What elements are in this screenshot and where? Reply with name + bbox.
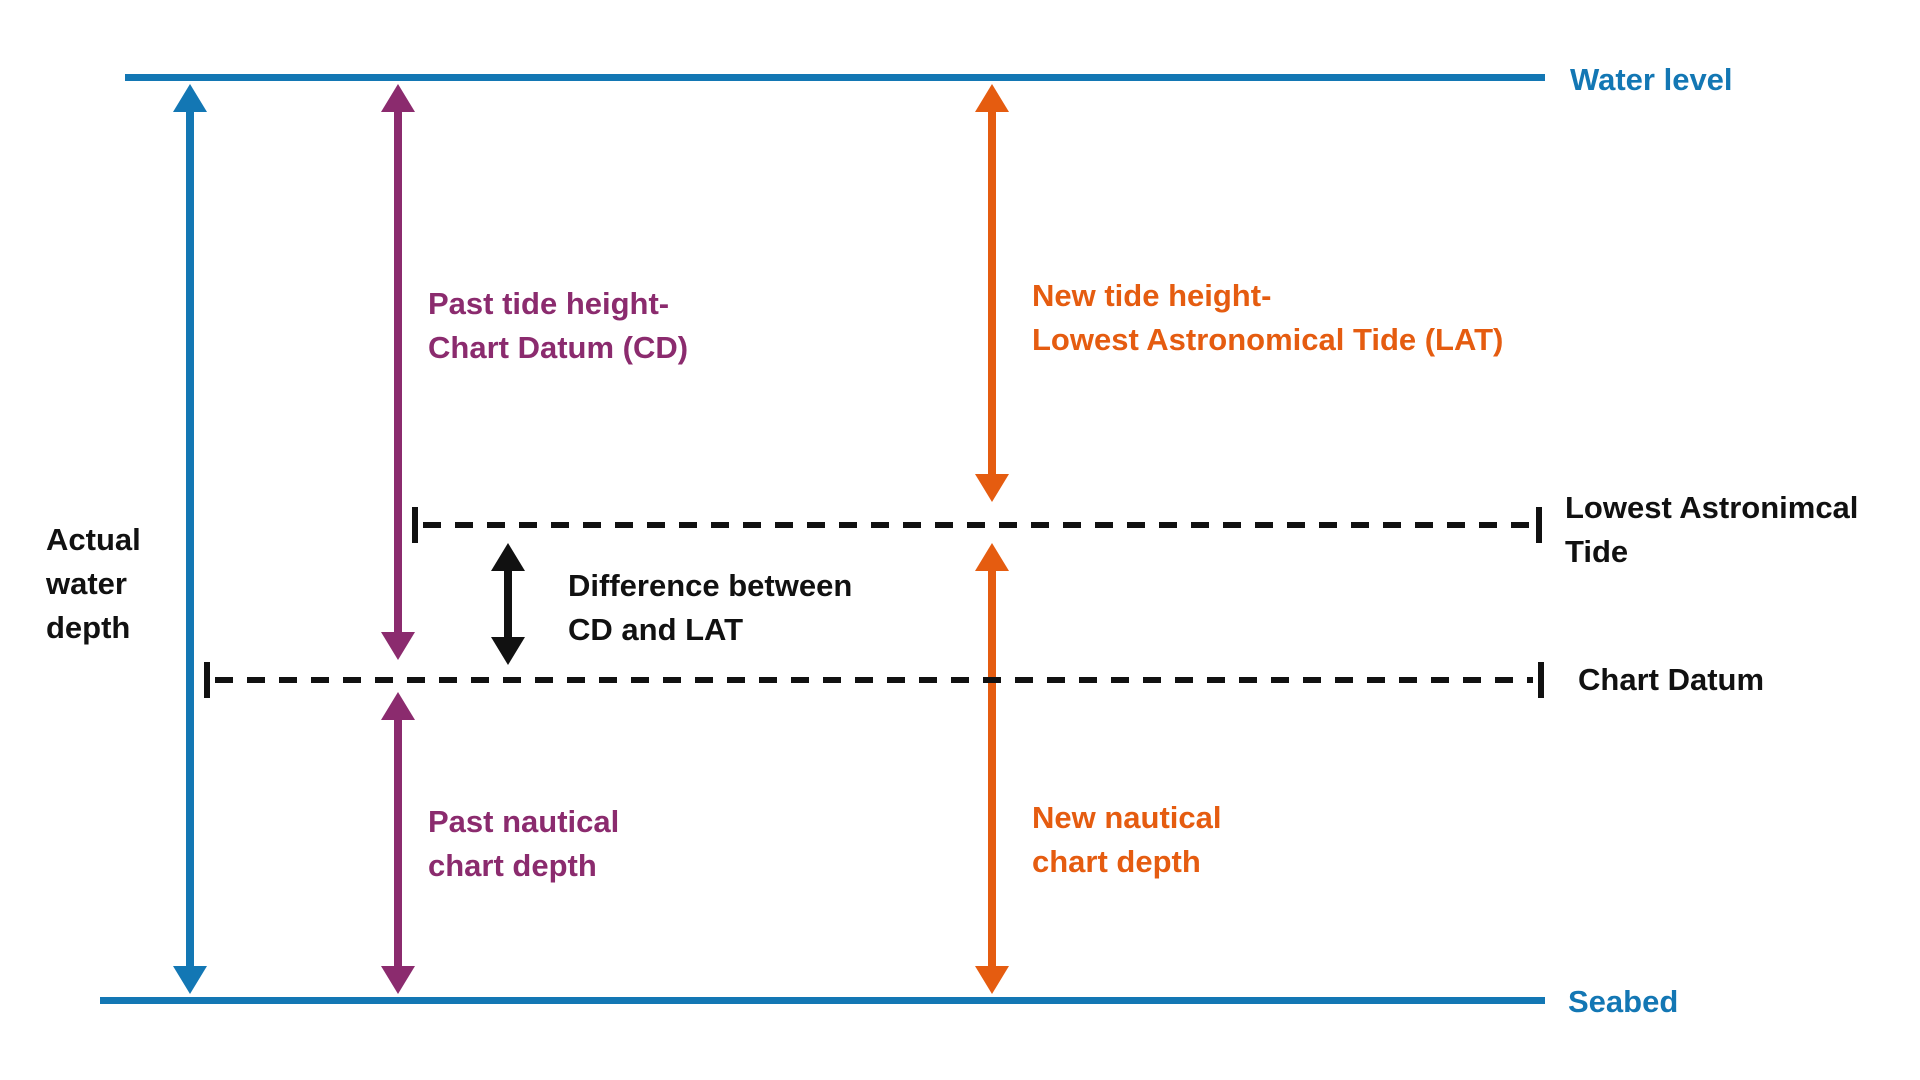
arrow-up-icon: [491, 543, 525, 571]
past-tide-height-label: Past tide height- Chart Datum (CD): [428, 286, 689, 365]
arrow-down-icon: [381, 966, 415, 994]
new-tide-height-arrow: [974, 84, 1010, 502]
new-nautical-chart-depth-label: New nautical chart depth: [1032, 800, 1222, 879]
arrow-up-icon: [381, 84, 415, 112]
line-end-tick: [412, 507, 418, 543]
line-end-tick: [1538, 662, 1544, 698]
past-tide-height-arrow: [380, 84, 416, 660]
past-nautical-chart-depth-arrow: [380, 692, 416, 994]
arrow-down-icon: [381, 632, 415, 660]
new-tide-height-label: New tide height- Lowest Astronomical Tid…: [1032, 278, 1504, 357]
line-end-tick: [204, 662, 210, 698]
lowest-astronomical-tide-label: Lowest Astronimcal Tide: [1565, 490, 1859, 569]
actual-water-depth-label: Actual water depth: [46, 522, 141, 645]
arrow-up-icon: [173, 84, 207, 112]
lowest-astronomical-tide-dashed-line: [412, 507, 1542, 543]
seabed-label: Seabed: [1568, 984, 1679, 1019]
difference-cd-lat-label: Difference between CD and LAT: [568, 568, 853, 647]
chart-datum-dashed-line: [204, 662, 1544, 698]
line-end-tick: [1536, 507, 1542, 543]
arrow-down-icon: [975, 966, 1009, 994]
water-level-line: [125, 74, 1545, 81]
difference-cd-lat-arrow: [490, 543, 526, 665]
water-level-label: Water level: [1570, 62, 1733, 97]
actual-water-depth-arrow: [172, 84, 208, 994]
past-nautical-chart-depth-label: Past nautical chart depth: [428, 804, 620, 883]
chart-datum-label: Chart Datum: [1578, 662, 1765, 697]
arrow-up-icon: [381, 692, 415, 720]
arrow-up-icon: [975, 543, 1009, 571]
arrow-down-icon: [491, 637, 525, 665]
arrow-up-icon: [975, 84, 1009, 112]
new-nautical-chart-depth-arrow: [974, 543, 1010, 994]
arrow-down-icon: [173, 966, 207, 994]
seabed-line: [100, 997, 1545, 1004]
arrow-down-icon: [975, 474, 1009, 502]
